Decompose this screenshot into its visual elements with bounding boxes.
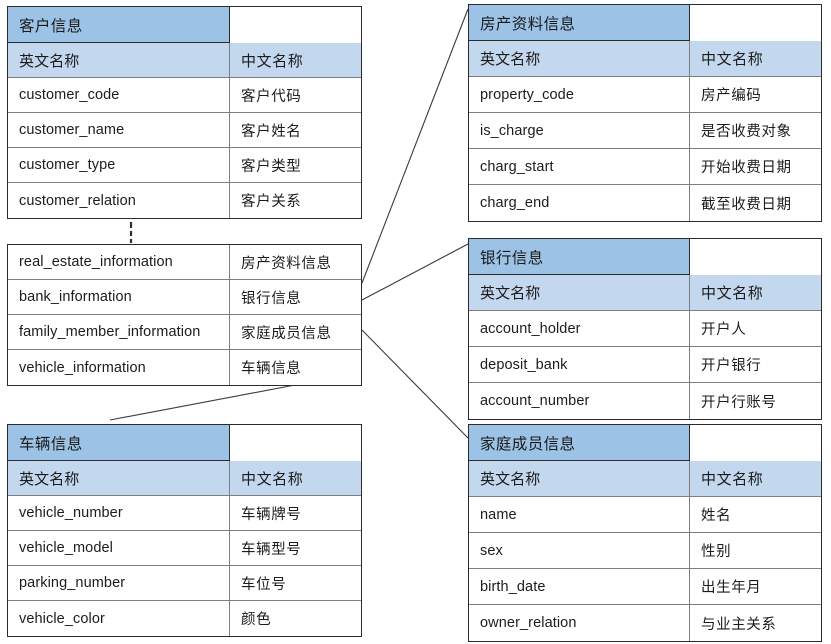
table-row[interactable]: vehicle_information 车辆信息	[8, 350, 361, 385]
field-chinese-name: 截至收费日期	[701, 196, 792, 213]
column-header-chinese: 中文名称	[241, 52, 304, 70]
field-chinese-name: 家庭成员信息	[241, 325, 332, 342]
entity-header-row: 英文名称 中文名称	[469, 275, 821, 311]
table-row[interactable]: charg_end 截至收费日期	[469, 185, 821, 221]
field-chinese-name: 车位号	[241, 576, 287, 593]
field-english-name: bank_information	[8, 280, 230, 314]
field-chinese-name: 车辆信息	[241, 361, 302, 377]
field-english-name: property_code	[469, 77, 690, 112]
entity-title-customer: 客户信息	[8, 7, 230, 43]
field-english-name: account_number	[469, 383, 690, 419]
field-chinese-name: 开户银行	[701, 358, 762, 374]
field-chinese-name: 开户行账号	[701, 394, 777, 411]
field-english-name: customer_relation	[8, 183, 230, 218]
table-row[interactable]: vehicle_model 车辆型号	[8, 531, 361, 566]
field-chinese-name: 客户姓名	[241, 123, 302, 140]
table-row[interactable]: charg_start 开始收费日期	[469, 149, 821, 185]
table-row[interactable]: real_estate_information 房产资料信息	[8, 245, 361, 280]
table-row[interactable]: deposit_bank 开户银行	[469, 347, 821, 383]
field-english-name: vehicle_model	[8, 531, 230, 565]
field-english-name: deposit_bank	[469, 347, 690, 382]
table-row[interactable]: vehicle_number 车辆牌号	[8, 496, 361, 531]
entity-sub-table-list[interactable]: real_estate_information 房产资料信息 bank_info…	[7, 244, 362, 386]
field-english-name: birth_date	[469, 569, 690, 604]
table-row[interactable]: customer_type 客户类型	[8, 148, 361, 183]
field-chinese-name: 客户代码	[241, 88, 302, 105]
table-row[interactable]: vehicle_color 颜色	[8, 601, 361, 636]
field-english-name: real_estate_information	[8, 245, 230, 279]
table-row[interactable]: name 姓名	[469, 497, 821, 533]
column-header-chinese: 中文名称	[241, 470, 304, 488]
entity-title-real-estate: 房产资料信息	[469, 5, 690, 41]
connector-sublist-to-property	[361, 8, 469, 284]
table-row[interactable]: property_code 房产编码	[469, 77, 821, 113]
table-row[interactable]: customer_code 客户代码	[8, 78, 361, 113]
field-chinese-name: 车辆牌号	[241, 506, 302, 523]
column-header-english: 英文名称	[8, 461, 230, 495]
entity-header-row: 英文名称 中文名称	[469, 41, 821, 77]
field-english-name: name	[469, 497, 690, 532]
field-chinese-name: 与业主关系	[701, 616, 777, 633]
field-english-name: vehicle_color	[8, 601, 230, 636]
field-english-name: family_member_information	[8, 315, 230, 349]
table-row[interactable]: account_number 开户行账号	[469, 383, 821, 419]
column-header-chinese: 中文名称	[701, 285, 764, 302]
column-header-chinese: 中文名称	[701, 51, 764, 68]
entity-header-row: 英文名称 中文名称	[8, 461, 361, 496]
table-row[interactable]: customer_relation 客户关系	[8, 183, 361, 218]
connector-sublist-to-vehicle	[109, 384, 296, 421]
field-english-name: account_holder	[469, 311, 690, 346]
table-row[interactable]: customer_name 客户姓名	[8, 113, 361, 148]
field-chinese-name: 颜色	[241, 612, 272, 628]
entity-vehicle[interactable]: 车辆信息 英文名称 中文名称 vehicle_number 车辆牌号 vehic…	[7, 424, 362, 637]
field-english-name: owner_relation	[469, 605, 690, 641]
field-chinese-name: 姓名	[701, 508, 732, 524]
field-english-name: customer_code	[8, 78, 230, 112]
entity-bank[interactable]: 银行信息 英文名称 中文名称 account_holder 开户人 deposi…	[468, 238, 822, 420]
entity-real-estate[interactable]: 房产资料信息 英文名称 中文名称 property_code 房产编码 is_c…	[468, 4, 822, 222]
field-chinese-name: 客户类型	[241, 158, 302, 175]
column-header-english: 英文名称	[469, 461, 690, 496]
connector-sublist-to-family	[361, 329, 469, 439]
table-row[interactable]: parking_number 车位号	[8, 566, 361, 601]
entity-header-row: 英文名称 中文名称	[469, 461, 821, 497]
table-row[interactable]: owner_relation 与业主关系	[469, 605, 821, 641]
column-header-english: 英文名称	[469, 41, 690, 76]
field-english-name: customer_type	[8, 148, 230, 182]
field-chinese-name: 开始收费日期	[701, 160, 792, 176]
column-header-english: 英文名称	[469, 275, 690, 310]
field-chinese-name: 车辆型号	[241, 541, 302, 558]
column-header-chinese: 中文名称	[701, 471, 764, 488]
table-row[interactable]: is_charge 是否收费对象	[469, 113, 821, 149]
field-english-name: parking_number	[8, 566, 230, 600]
entity-header-row: 英文名称 中文名称	[8, 43, 361, 78]
entity-customer[interactable]: 客户信息 英文名称 中文名称 customer_code 客户代码 custom…	[7, 6, 362, 219]
field-chinese-name: 是否收费对象	[701, 124, 792, 140]
entity-family-member[interactable]: 家庭成员信息 英文名称 中文名称 name 姓名 sex 性别 birth_da…	[468, 424, 822, 642]
field-chinese-name: 客户关系	[241, 194, 302, 210]
field-english-name: charg_start	[469, 149, 690, 184]
field-english-name: customer_name	[8, 113, 230, 147]
field-chinese-name: 房产资料信息	[241, 255, 332, 272]
connector-sublist-to-bank	[361, 243, 469, 301]
field-chinese-name: 性别	[701, 544, 732, 560]
table-row[interactable]: sex 性别	[469, 533, 821, 569]
field-chinese-name: 房产编码	[701, 88, 762, 104]
field-english-name: charg_end	[469, 185, 690, 221]
field-chinese-name: 开户人	[701, 322, 747, 338]
entity-title-bank: 银行信息	[469, 239, 690, 275]
table-row[interactable]: birth_date 出生年月	[469, 569, 821, 605]
entity-title-family-member: 家庭成员信息	[469, 425, 690, 461]
field-chinese-name: 银行信息	[241, 290, 302, 307]
entity-title-vehicle: 车辆信息	[8, 425, 230, 461]
field-english-name: vehicle_information	[8, 350, 230, 385]
table-row[interactable]: bank_information 银行信息	[8, 280, 361, 315]
column-header-english: 英文名称	[8, 43, 230, 77]
field-english-name: vehicle_number	[8, 496, 230, 530]
field-english-name: is_charge	[469, 113, 690, 148]
table-row[interactable]: account_holder 开户人	[469, 311, 821, 347]
field-chinese-name: 出生年月	[701, 580, 762, 596]
field-english-name: sex	[469, 533, 690, 568]
table-row[interactable]: family_member_information 家庭成员信息	[8, 315, 361, 350]
